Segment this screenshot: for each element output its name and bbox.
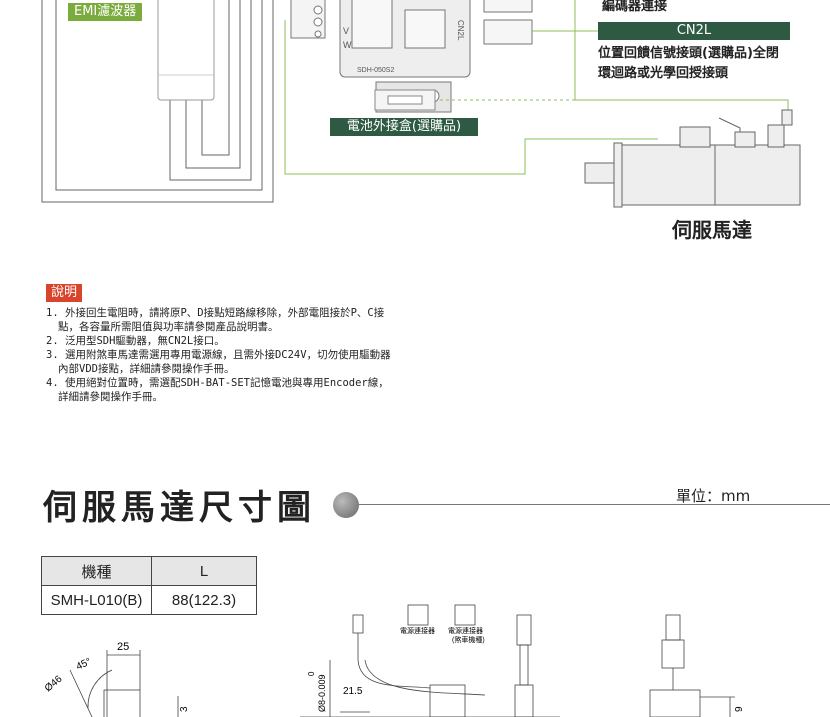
- table-header: 機種: [41, 556, 152, 586]
- terminal-block: [290, 0, 326, 39]
- battery-box-label: 電池外接盒(選購品): [330, 118, 478, 136]
- wire: [201, 0, 230, 156]
- servo-motor: [584, 109, 801, 208]
- wiring-diagram: V W SDH-050S2 CN2L: [41, 0, 801, 208]
- emi-filter-body: [157, 0, 215, 101]
- note-item: 1. 外接回生電阻時，請將原P、D接點短路線移除，外部電阻接於P、C接點，各容量…: [46, 307, 385, 333]
- dim-dia-46: Ø46: [43, 673, 65, 694]
- unit-label: 單位：mm: [676, 487, 751, 505]
- title-divider: [358, 504, 830, 505]
- power-connector-brake-label: 電源連接器: [448, 626, 483, 635]
- table-row: SMH-L010(B)88(122.3): [41, 585, 257, 615]
- encoder-connection-text: 編碼器連接: [602, 0, 668, 14]
- note-item: 2. 泛用型SDH驅動器，無CN2L接口。: [46, 335, 225, 347]
- dimensions-title: 伺服馬達尺寸圖: [43, 488, 316, 528]
- dim-25: 25: [117, 641, 129, 653]
- battery-box: [374, 89, 436, 111]
- dim-shaft-dia: Ø8-0.009: [317, 674, 327, 712]
- encoder-wire: [574, 0, 789, 115]
- servo-motor-label: 伺服馬達: [672, 218, 752, 242]
- driver-connector-label: CN2L: [456, 20, 465, 41]
- table-cell: 88(122.3): [151, 585, 257, 615]
- terminal-w-label: W: [343, 40, 352, 50]
- cn2l-description-line2: 環迴路或光學回授接頭: [598, 66, 729, 81]
- cn2l-label: CN2L: [598, 22, 790, 40]
- wire: [169, 0, 252, 181]
- terminal-v-label: V: [343, 26, 349, 36]
- dim-3: 3: [179, 706, 190, 712]
- encoder-connectors: [483, 0, 533, 45]
- dimension-drawings: 25 45° Ø46 3 Ø8-0.009 0 21.5 電源連接器 電源連接器…: [43, 604, 745, 717]
- table-header: L: [151, 556, 257, 586]
- notes-list: 1. 外接回生電阻時，請將原P、D接點短路線移除，外部電阻接於P、C接點，各容量…: [46, 306, 396, 404]
- wire: [41, 0, 274, 203]
- dim-21-5: 21.5: [343, 686, 363, 697]
- note-item: 3. 選用附煞車馬達需選用專用電源線，且需外接DC24V，切勿使用驅動器內部VD…: [46, 349, 391, 375]
- notes-title: 說明: [46, 284, 83, 302]
- dim-shaft-tol: 0: [307, 671, 316, 676]
- dim-9: 9: [734, 706, 745, 712]
- emi-filter-label: EMI濾波器: [68, 3, 143, 21]
- wire: [185, 0, 241, 169]
- power-connector-label: 電源連接器: [400, 626, 435, 635]
- title-bullet-icon: [333, 492, 359, 518]
- wire: [55, 0, 263, 191]
- dim-angle-45: 45°: [75, 656, 93, 672]
- table-cell: SMH-L010(B): [41, 585, 152, 615]
- note-item: 4. 使用絕對位置時，需選配SDH-BAT-SET記憶電池與專用Encoder線…: [46, 377, 389, 403]
- driver-model-label: SDH-050S2: [357, 67, 394, 74]
- cn2l-description-line1: 位置回饋信號接頭(選購品)全閉: [598, 46, 779, 61]
- brake-model-label: (煞車機種): [452, 635, 485, 644]
- power-wire: [284, 20, 658, 175]
